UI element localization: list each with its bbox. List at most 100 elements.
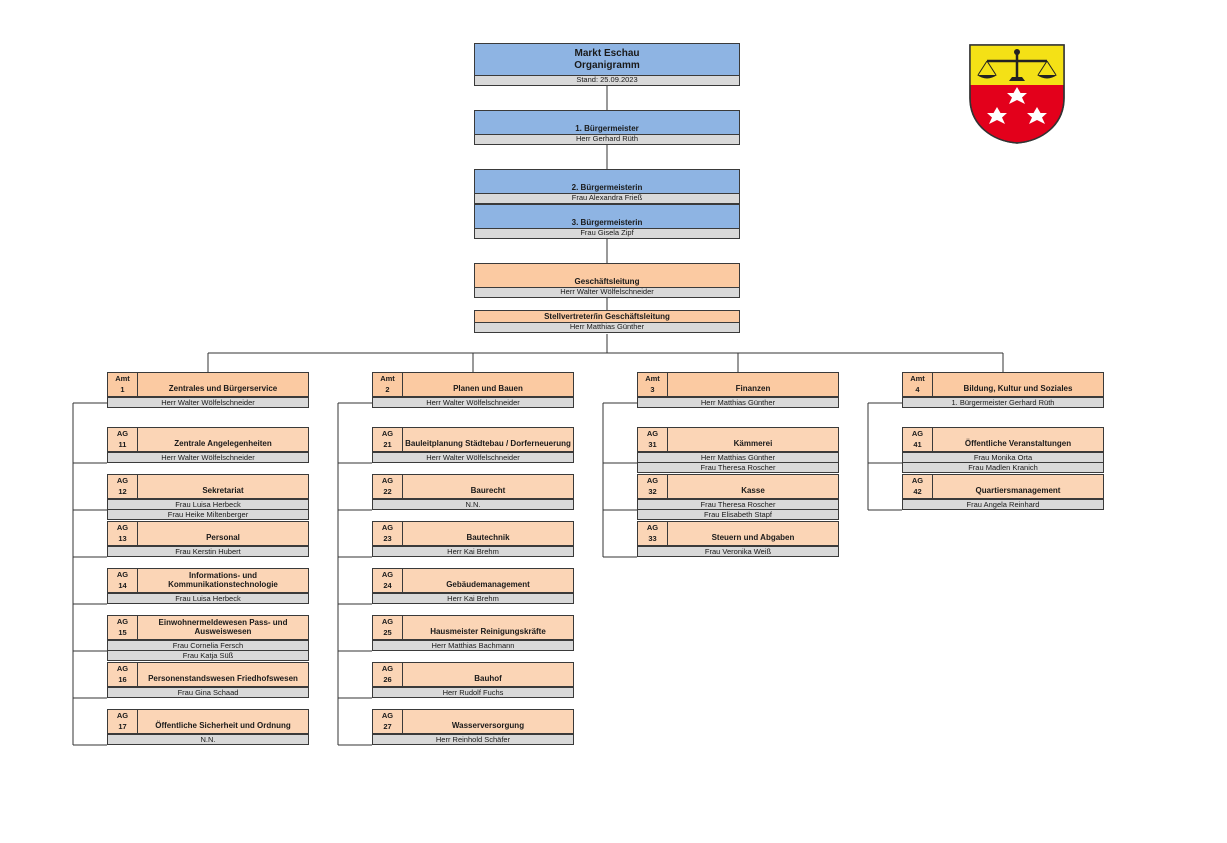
group-25-code-label: AG [381,617,394,626]
group-27-code-label: AG [381,711,394,720]
mayor1-title: 1. Bürgermeister [474,110,740,134]
group-16-person: Frau Gina Schaad [107,687,309,698]
group-25-code-cell: AG 25 [372,615,402,640]
mayor2-box: 2. Bürgermeisterin Frau Alexandra Frieß [474,169,740,204]
group-41-person: Frau Madlen Kranich [902,462,1104,473]
group-22-code: 22 [383,487,392,496]
group-13-code: 13 [118,534,127,543]
group-32-code-label: AG [646,476,659,485]
group-27-code: 27 [383,722,392,731]
group-23-title: Bautechnik [402,521,574,546]
management-title: Geschäftsleitung [474,263,740,287]
group-17-code: 17 [118,722,127,731]
org-date: Stand: 25.09.2023 [474,75,740,86]
group-16-code: 16 [118,675,127,684]
group-14-code: 14 [118,581,127,590]
department-3-code-cell: Amt 3 [637,372,667,397]
mayor3-person: Frau Gisela Zipf [474,228,740,239]
group-24-person: Herr Kai Brehm [372,593,574,604]
group-31-title: Kämmerei [667,427,839,452]
department-3-code-label: Amt [645,374,660,383]
group-26-person: Herr Rudolf Fuchs [372,687,574,698]
department-4-code-label: Amt [910,374,925,383]
mayor3-title: 3. Bürgermeisterin [474,204,740,228]
group-23-code: 23 [383,534,392,543]
group-41-title: Öffentliche Veranstaltungen [932,427,1104,452]
group-14-title: Informations- und Kommunikationstechnolo… [137,568,309,593]
group-16-code-label: AG [116,664,129,673]
department-4-code: 4 [915,385,920,394]
deputy-box: Stellvertreter/in Geschäftsleitung Herr … [474,310,740,333]
department-1-code-label: Amt [115,374,130,383]
group-14-box: AG 14 Informations- und Kommunikationstech… [107,568,309,604]
mayor2-person: Frau Alexandra Frieß [474,193,740,204]
department-1-code-cell: Amt 1 [107,372,137,397]
group-12-code-label: AG [116,476,129,485]
management-box: Geschäftsleitung Herr Walter Wölfelschne… [474,263,740,298]
group-42-code-label: AG [911,476,924,485]
group-13-code-label: AG [116,523,129,532]
group-33-code-label: AG [646,523,659,532]
department-4-title: Bildung, Kultur und Soziales [932,372,1104,397]
group-13-person: Frau Kerstin Hubert [107,546,309,557]
mayor1-person: Herr Gerhard Rüth [474,134,740,145]
group-33-code-cell: AG 33 [637,521,667,546]
group-32-title: Kasse [667,474,839,499]
department-1-person: Herr Walter Wölfelschneider [107,397,309,408]
group-25-person: Herr Matthias Bachmann [372,640,574,651]
group-23-code-label: AG [381,523,394,532]
group-32-person: Frau Elisabeth Stapf [637,509,839,520]
group-24-code: 24 [383,581,392,590]
group-16-title: Personenstandswesen Friedhofswesen [137,662,309,687]
department-4-code-cell: Amt 4 [902,372,932,397]
group-41-code: 41 [913,440,922,449]
group-17-person: N.N. [107,734,309,745]
group-23-code-cell: AG 23 [372,521,402,546]
group-21-person: Herr Walter Wölfelschneider [372,452,574,463]
group-27-title: Wasserversorgung [402,709,574,734]
group-14-code-cell: AG 14 [107,568,137,593]
group-22-person: N.N. [372,499,574,510]
department-1-title: Zentrales und Bürgerservice [137,372,309,397]
group-21-code: 21 [383,440,392,449]
department-3-title: Finanzen [667,372,839,397]
group-24-title: Gebäudemanagement [402,568,574,593]
group-14-person: Frau Luisa Herbeck [107,593,309,604]
group-42-person: Frau Angela Reinhard [902,499,1104,510]
deputy-title: Stellvertreter/in Geschäftsleitung [474,310,740,322]
group-22-title: Baurecht [402,474,574,499]
group-15-title: Einwohnermeldewesen Pass- und Ausweiswes… [137,615,309,640]
group-15-code-label: AG [116,617,129,626]
department-3-code: 3 [650,385,655,394]
group-26-code: 26 [383,675,392,684]
group-25-code: 25 [383,628,392,637]
group-31-code: 31 [648,440,657,449]
department-1-code: 1 [120,385,125,394]
group-23-person: Herr Kai Brehm [372,546,574,557]
group-14-code-label: AG [116,570,129,579]
group-33-code: 33 [648,534,657,543]
